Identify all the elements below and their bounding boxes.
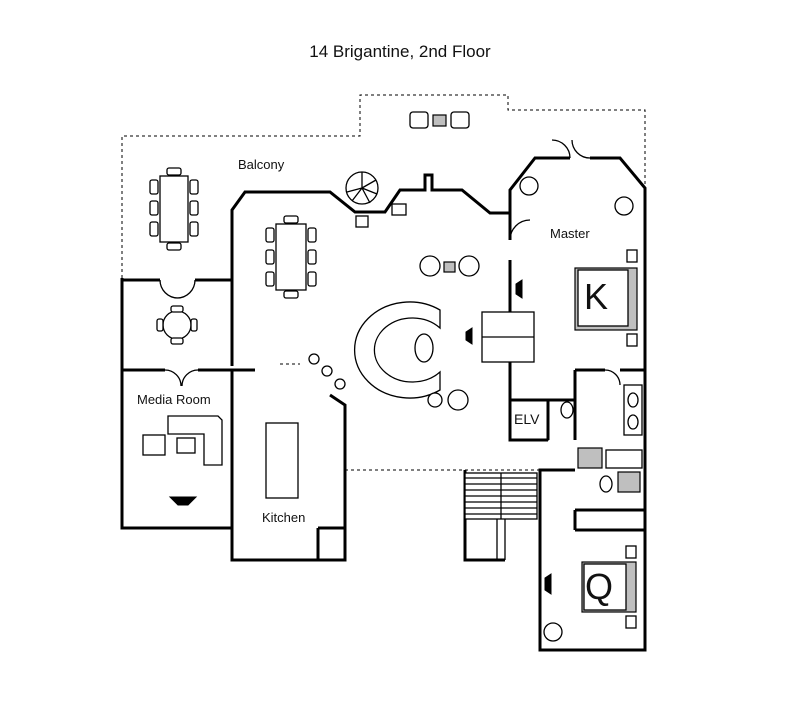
armchair: [458, 255, 480, 277]
curved-sectional: [354, 301, 441, 399]
chair: [166, 167, 182, 176]
chair: [189, 221, 199, 237]
chair: [189, 179, 199, 195]
kitchen-label: Kitchen: [262, 510, 306, 525]
chair: [170, 337, 184, 345]
balcony-outline: [121, 94, 646, 471]
sink: [627, 414, 639, 430]
round-table: [162, 310, 192, 340]
chair: [265, 249, 275, 265]
balcony-table: [159, 175, 189, 243]
sectional-sofa: [167, 415, 223, 466]
door-arc: [159, 279, 196, 299]
chair: [307, 249, 317, 265]
spiral-stair-treads: [346, 172, 378, 204]
king-bed-label: K: [584, 276, 609, 317]
toilet: [599, 475, 613, 493]
chair: [149, 221, 159, 237]
sink: [627, 392, 639, 408]
plan-title: 14 Brigantine, 2nd Floor: [309, 42, 491, 61]
shower-tile: [617, 471, 641, 493]
chair: [307, 271, 317, 287]
coffee-table: [414, 333, 434, 363]
tv-icon: [515, 279, 523, 299]
chair: [190, 318, 198, 332]
lounge-chair: [409, 111, 429, 129]
armchair: [614, 196, 634, 216]
door-arc: [509, 219, 531, 241]
ottoman: [142, 434, 166, 456]
dining-table: [275, 223, 307, 291]
chair: [156, 318, 164, 332]
door-arc: [551, 139, 591, 159]
tv-icon: [544, 573, 552, 595]
balcony-label: Balcony: [238, 157, 285, 172]
nightstand: [625, 545, 637, 559]
bar-stool: [334, 378, 346, 390]
chair: [149, 179, 159, 195]
stool: [355, 215, 369, 228]
exterior-walls: [120, 278, 347, 562]
chair: [149, 200, 159, 216]
media-room-wall: [122, 368, 234, 528]
kitchen-island: [265, 422, 299, 499]
queen-bed-label: Q: [585, 566, 614, 607]
nightstand: [625, 615, 637, 629]
toilet: [560, 401, 574, 419]
chair: [166, 242, 182, 251]
chair: [283, 215, 299, 224]
bathtub: [605, 449, 643, 469]
chair: [265, 271, 275, 287]
elevator-label: ELV: [514, 411, 540, 427]
chair: [427, 392, 443, 408]
living-north-wall: [230, 173, 510, 366]
nightstand: [626, 333, 638, 347]
media-room-label: Media Room: [137, 392, 211, 407]
side-table: [432, 114, 447, 127]
side-table: [443, 261, 456, 273]
door-arc: [164, 369, 199, 387]
lounge-chair: [450, 111, 470, 129]
chair: [170, 305, 184, 313]
chair: [307, 227, 317, 243]
armchair: [519, 176, 539, 196]
tv-icon: [465, 327, 473, 345]
queen-bed: [583, 563, 627, 611]
armchair: [543, 622, 563, 642]
armchair: [419, 255, 441, 277]
nightstand: [626, 249, 638, 263]
elevator-box: [509, 399, 549, 441]
chair: [283, 290, 299, 299]
door-arc: [604, 369, 621, 386]
bar-stool: [321, 365, 333, 377]
stairs: [464, 472, 538, 560]
kitchen-walls: [232, 368, 347, 560]
ottoman: [176, 437, 196, 454]
bar-stool: [308, 353, 320, 365]
master-bed: [577, 269, 629, 327]
master-label: Master: [550, 226, 590, 241]
tv-icon: [168, 496, 198, 506]
chair: [189, 200, 199, 216]
chair: [265, 227, 275, 243]
armchair: [447, 389, 469, 411]
stool: [391, 203, 407, 216]
shower-tile: [577, 447, 603, 469]
